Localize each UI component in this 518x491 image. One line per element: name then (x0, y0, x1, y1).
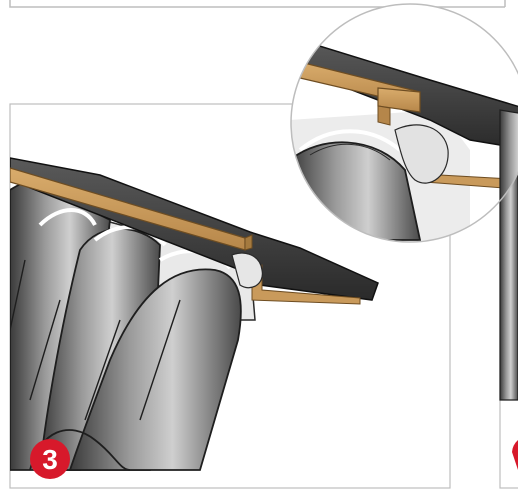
fascia-board (251, 264, 361, 305)
tile-icon (68, 268, 242, 471)
step-number: 3 (42, 444, 58, 475)
next-panel (499, 103, 518, 489)
step-badge: 3 (30, 439, 70, 479)
magnifier-circle-icon (290, 3, 518, 243)
mortar-arch (38, 208, 97, 227)
previous-panel-frame (9, 0, 506, 8)
panel-3: 3 (9, 103, 451, 489)
roof-illustration (10, 157, 379, 471)
